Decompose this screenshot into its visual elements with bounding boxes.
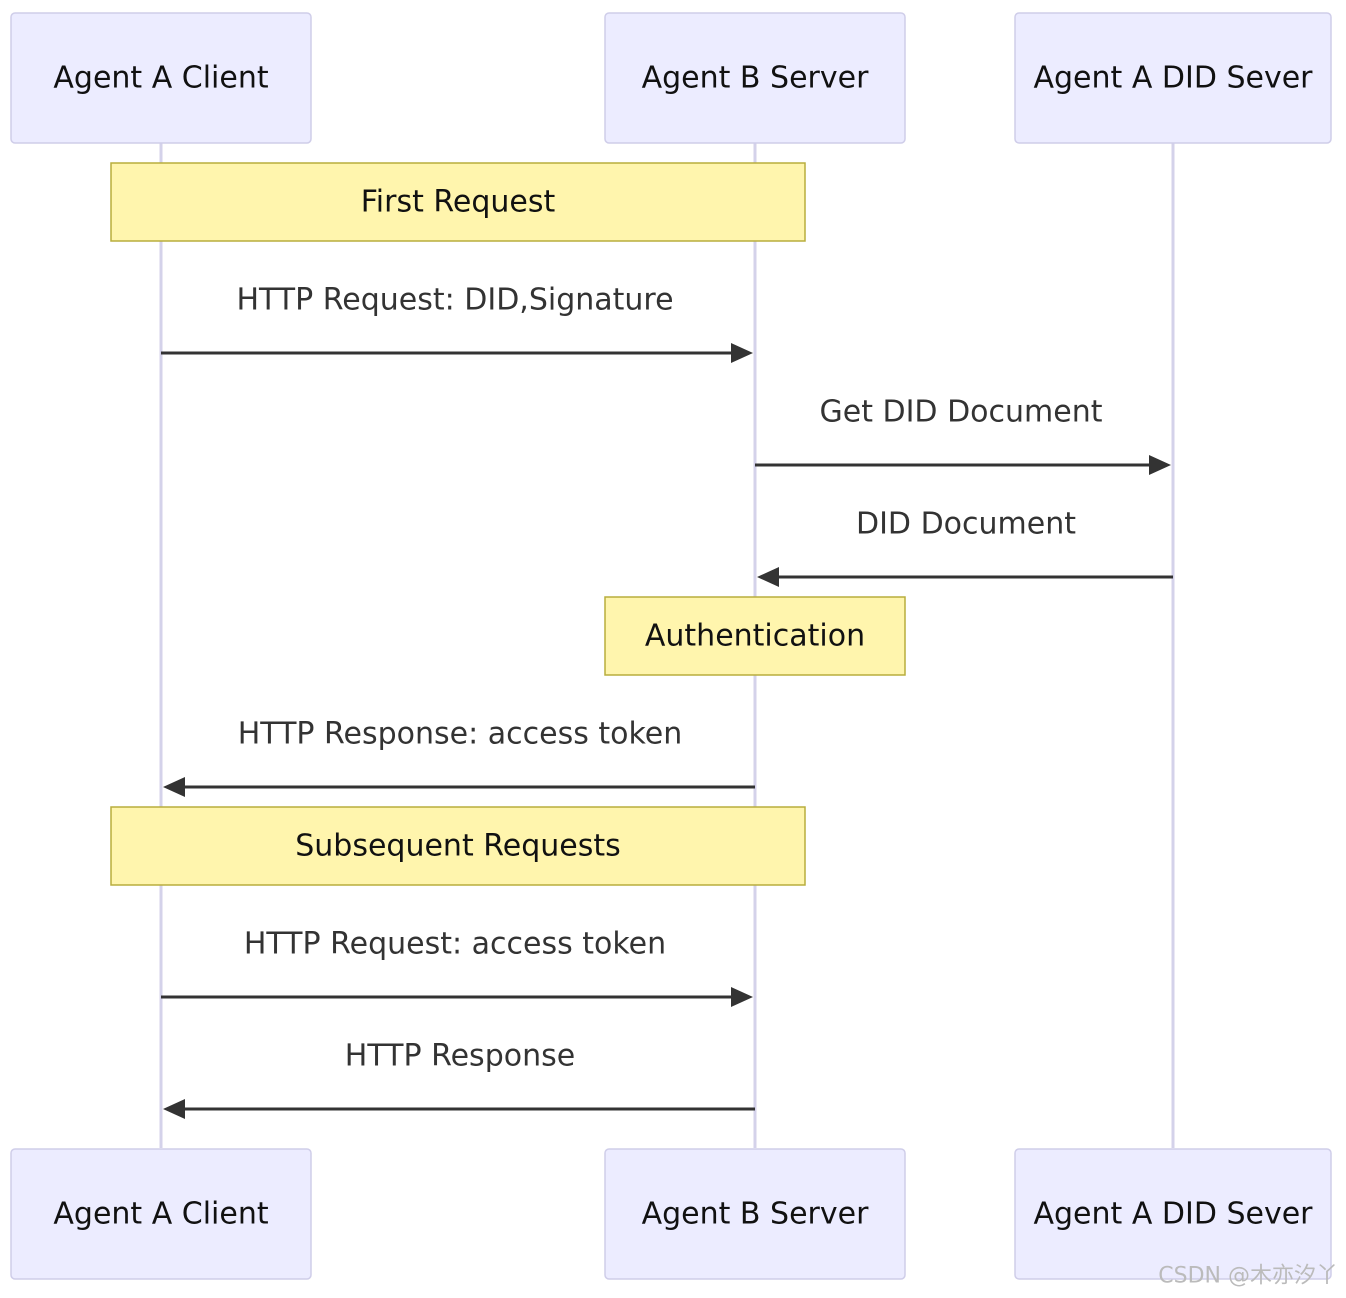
- arrowhead: [163, 1099, 185, 1119]
- actor-top-client: Agent A Client: [10, 12, 312, 144]
- message-5: HTTP Request: access token: [161, 927, 753, 1007]
- actor-label: Agent A DID Sever: [1033, 61, 1313, 96]
- message-2: Get DID Document: [755, 395, 1171, 475]
- note-subsequent-requests: Subsequent Requests: [110, 806, 806, 886]
- message-1: HTTP Request: DID,Signature: [161, 283, 753, 363]
- message-label: DID Document: [856, 507, 1076, 542]
- note-label: Subsequent Requests: [295, 829, 621, 864]
- note-label: Authentication: [645, 619, 865, 654]
- actor-label: Agent A Client: [53, 1197, 268, 1232]
- message-3: DID Document: [757, 507, 1173, 587]
- actor-bottom-server: Agent B Server: [604, 1148, 906, 1280]
- arrowhead: [757, 567, 779, 587]
- note-label: First Request: [361, 185, 556, 220]
- actor-label: Agent B Server: [642, 61, 869, 96]
- arrowhead: [731, 343, 753, 363]
- actor-label: Agent B Server: [642, 1197, 869, 1232]
- actor-label: Agent A Client: [53, 61, 268, 96]
- message-label: HTTP Request: access token: [244, 927, 666, 962]
- actor-label: Agent A DID Sever: [1033, 1197, 1313, 1232]
- message-label: HTTP Request: DID,Signature: [236, 283, 673, 318]
- actor-bottom-did: Agent A DID Sever: [1014, 1148, 1332, 1280]
- actor-top-did: Agent A DID Sever: [1014, 12, 1332, 144]
- arrowhead: [163, 777, 185, 797]
- actor-top-server: Agent B Server: [604, 12, 906, 144]
- actor-bottom-client: Agent A Client: [10, 1148, 312, 1280]
- arrowhead: [1149, 455, 1171, 475]
- note-authentication: Authentication: [604, 596, 906, 676]
- watermark-text: CSDN @木亦汐丫: [1158, 1264, 1338, 1289]
- arrowhead: [731, 987, 753, 1007]
- note-first-request: First Request: [110, 162, 806, 242]
- message-label: HTTP Response: access token: [238, 717, 683, 752]
- message-6: HTTP Response: [163, 1039, 755, 1119]
- message-label: HTTP Response: [345, 1039, 575, 1074]
- message-label: Get DID Document: [819, 395, 1102, 430]
- message-4: HTTP Response: access token: [163, 717, 755, 797]
